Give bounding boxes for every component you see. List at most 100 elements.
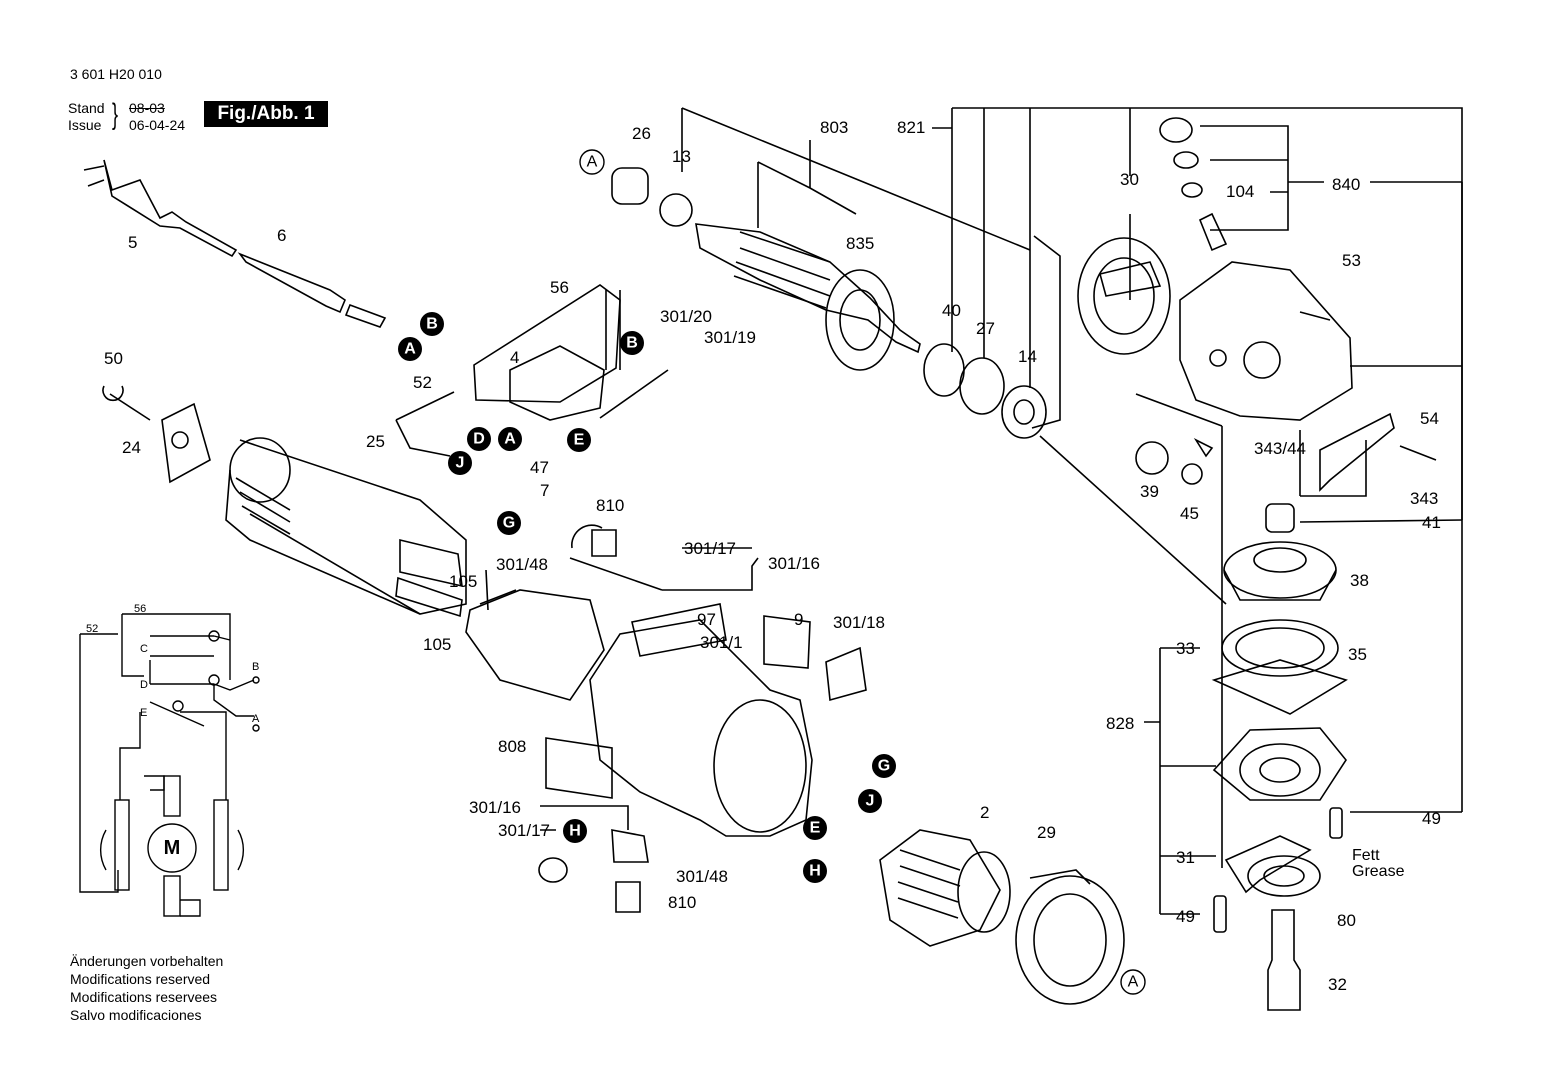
handle-housing [545, 603, 867, 837]
callout-32: 32 [1328, 975, 1347, 994]
part-callouts: 26 13 803 821 30 840 104 835 53 40 27 14… [104, 118, 1441, 994]
footer-line-1: Änderungen vorbehalten [70, 953, 224, 969]
spindle-assembly [1213, 807, 1343, 1011]
cord-grip [102, 385, 211, 484]
callout-45: 45 [1180, 504, 1199, 523]
switch-assembly [395, 284, 621, 457]
schematic-wire-52: 52 [86, 623, 98, 635]
callout-301-17-upper: 301/17 [684, 539, 736, 558]
connector-h-brush: H [563, 819, 587, 843]
callout-7: 7 [540, 481, 549, 500]
svg-text:H: H [569, 823, 581, 840]
callout-56: 56 [550, 278, 569, 297]
issue-label: Issue [68, 117, 102, 133]
callout-301-20: 301/20 [660, 307, 712, 326]
callout-301-48-lower: 301/48 [676, 867, 728, 886]
footer-line-3: Modifications reservees [70, 989, 218, 1005]
callout-27: 27 [976, 319, 995, 338]
brush-holder-plate [465, 569, 605, 701]
connector-j-switch: J [448, 451, 472, 475]
callout-49-lower: 49 [1176, 907, 1195, 926]
svg-text:G: G [878, 758, 890, 775]
callout-301-19: 301/19 [704, 328, 756, 347]
brace-symbol: } [112, 98, 119, 131]
callout-24: 24 [122, 438, 141, 457]
callout-29: 29 [1037, 823, 1056, 842]
footer-line-2: Modifications reserved [70, 971, 211, 987]
callout-301-16-upper: 301/16 [768, 554, 820, 573]
svg-text:B: B [626, 335, 638, 352]
callout-25: 25 [366, 432, 385, 451]
baffle-plate [1077, 237, 1171, 355]
svg-text:E: E [574, 432, 585, 449]
callout-821: 821 [897, 118, 925, 137]
gear-housing [1159, 117, 1353, 421]
callout-840: 840 [1332, 175, 1360, 194]
callout-810-upper: 810 [596, 496, 624, 515]
callout-835: 835 [846, 234, 874, 253]
footer-line-4: Salvo modificaciones [70, 1007, 202, 1023]
issue-date: 06-04-24 [129, 117, 186, 133]
callout-47: 47 [530, 458, 549, 477]
callout-828: 828 [1106, 714, 1134, 733]
svg-text:A: A [587, 154, 598, 171]
connector-a-switch: A [498, 427, 522, 451]
svg-text:H: H [809, 863, 821, 880]
connector-a-endshield: A [1120, 969, 1146, 995]
schematic-wire-56: 56 [134, 603, 146, 615]
connector-j-field: J [858, 789, 882, 813]
callout-301-48-upper: 301/48 [496, 555, 548, 574]
callout-5: 5 [128, 233, 137, 252]
stand-label: Stand [68, 100, 105, 116]
spindle-lock [1135, 311, 1437, 533]
svg-text:B: B [426, 316, 438, 333]
callout-33: 33 [1176, 639, 1195, 658]
callout-2: 2 [980, 803, 989, 822]
callout-301-1: 301/1 [700, 633, 743, 652]
callout-54: 54 [1420, 409, 1439, 428]
stand-date: 08-03 [129, 100, 165, 116]
field-stator [879, 829, 1011, 947]
svg-text:D: D [473, 431, 485, 448]
note-grease: Grease [1352, 863, 1405, 880]
callout-35: 35 [1348, 645, 1367, 664]
callout-343-44: 343/44 [1254, 439, 1306, 458]
callout-26: 26 [632, 124, 651, 143]
end-shield [1015, 869, 1125, 1005]
figure-label: Fig./Abb. 1 [204, 101, 328, 127]
connector-b-upper: B [420, 312, 444, 336]
connector-a-upper: A [398, 337, 422, 361]
connector-badges: B A B D A E J G H G J E H A A [398, 149, 1146, 995]
svg-text:J: J [456, 455, 465, 472]
connector-g-brush: G [497, 511, 521, 535]
svg-text:E: E [810, 820, 821, 837]
bearing-flange [1211, 619, 1348, 801]
bearing-set [923, 343, 1047, 439]
callout-52: 52 [413, 373, 432, 392]
callout-41: 41 [1422, 513, 1441, 532]
callout-104: 104 [1226, 182, 1254, 201]
callout-4: 4 [510, 348, 519, 367]
bevel-gear [1223, 541, 1337, 601]
schematic-term-b: B [252, 661, 259, 673]
callout-301-17-lower: 301/17 [498, 821, 550, 840]
callout-50: 50 [104, 349, 123, 368]
power-cord-plug [83, 159, 387, 328]
callout-803: 803 [820, 118, 848, 137]
callout-9: 9 [794, 610, 803, 629]
svg-text:A: A [404, 341, 416, 358]
callout-31: 31 [1176, 848, 1195, 867]
schematic-motor: M [164, 837, 181, 859]
callout-13: 13 [672, 147, 691, 166]
callout-39: 39 [1140, 482, 1159, 501]
connector-d: D [467, 427, 491, 451]
carbon-brushes [538, 524, 649, 913]
svg-text:A: A [504, 431, 516, 448]
schematic-labels: 52 56 C D E B A M [86, 603, 260, 859]
wiring-schematic [79, 613, 260, 917]
callout-53: 53 [1342, 251, 1361, 270]
armature [611, 167, 921, 371]
callout-105-lower: 105 [423, 635, 451, 654]
callout-49-right: 49 [1422, 809, 1441, 828]
